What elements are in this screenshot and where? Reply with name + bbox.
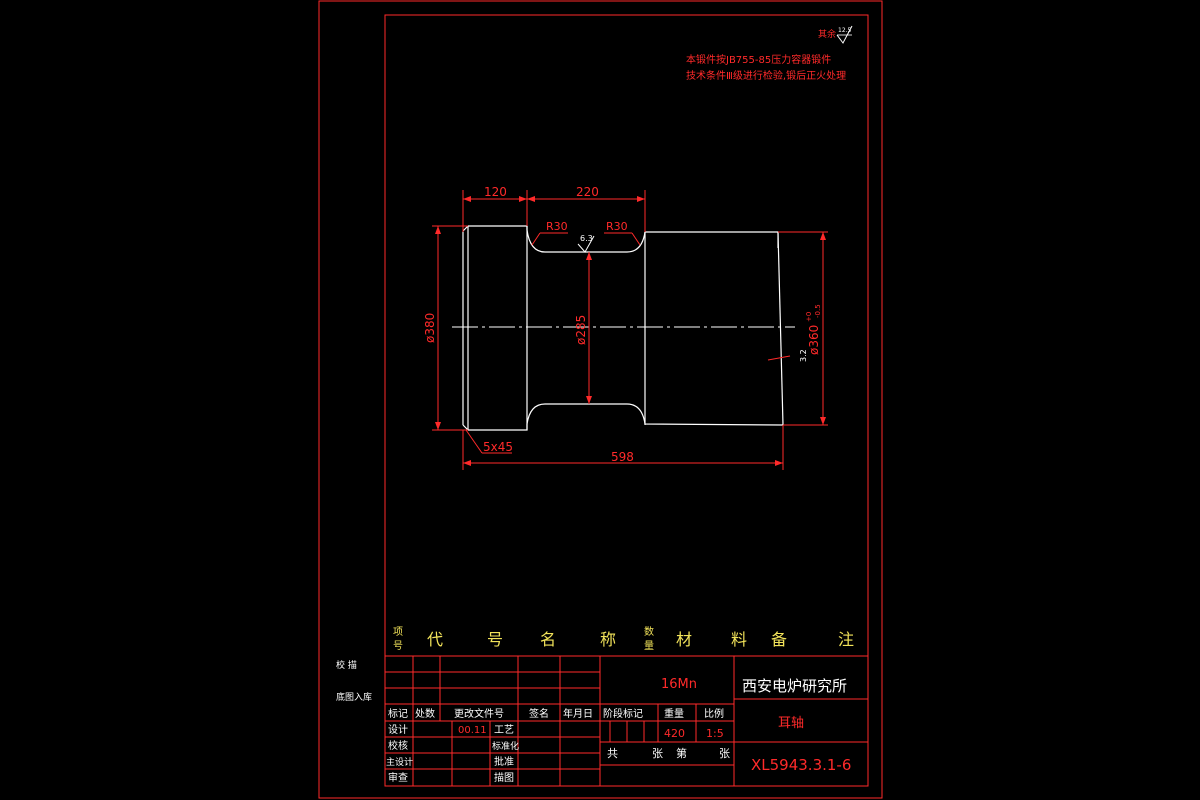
- title-block-grid: [385, 656, 868, 786]
- svg-text:号: 号: [487, 630, 503, 649]
- check-trace-label: 校 描: [336, 659, 357, 671]
- svg-text:名: 名: [540, 630, 556, 649]
- company-name: 西安电炉研究所: [742, 677, 847, 695]
- svg-text:注: 注: [838, 630, 854, 649]
- dim-phi285: ø285: [574, 315, 588, 345]
- dim-chamfer: 5x45: [483, 440, 513, 454]
- dim-r30-right: R30: [606, 220, 628, 233]
- svg-text:比例: 比例: [704, 707, 724, 720]
- svg-text:号: 号: [393, 640, 403, 652]
- svg-text:处数: 处数: [415, 707, 435, 720]
- general-roughness-value: 12.5: [838, 27, 852, 34]
- svg-text:代: 代: [427, 630, 443, 649]
- svg-text:项: 项: [393, 626, 403, 638]
- material-value: 16Mn: [661, 677, 697, 692]
- design-date: 00.11: [458, 725, 487, 736]
- svg-text:备: 备: [771, 630, 787, 649]
- svg-text:批准: 批准: [494, 755, 514, 768]
- general-notes: 其余 12.5 本锻件按JB755-85压力容器锻件 技术条件Ⅲ级进行检验,锻后…: [686, 25, 853, 82]
- dim-598: 598: [611, 450, 634, 464]
- roughness-symbol-icon: [836, 25, 853, 44]
- svg-text:重量: 重量: [664, 707, 684, 720]
- svg-text:量: 量: [644, 640, 654, 652]
- roughness-symbol-icon: [577, 235, 595, 253]
- drawing-number: XL5943.3.1-6: [751, 756, 851, 774]
- svg-text:张: 张: [719, 747, 730, 760]
- title-block-text: 16Mn 西安电炉研究所 耳轴 XL5943.3.1-6 标记 处数 更改文件号…: [386, 677, 851, 784]
- part-name: 耳轴: [778, 716, 804, 731]
- svg-text:更改文件号: 更改文件号: [454, 707, 504, 720]
- arrowheads: [435, 196, 826, 466]
- svg-text:描图: 描图: [494, 771, 514, 784]
- dimension-labels: 120 220 R30 R30 6.3 ø380 ø285 ø360 +0 -0…: [423, 185, 822, 464]
- svg-text:共: 共: [607, 747, 618, 760]
- dim-220: 220: [576, 185, 599, 199]
- svg-text:签名: 签名: [529, 707, 549, 720]
- svg-text:称: 称: [600, 630, 616, 649]
- scale-value: 1:5: [706, 727, 724, 740]
- svg-text:工艺: 工艺: [494, 724, 514, 736]
- dim-phi360: ø360: [807, 325, 821, 355]
- archive-label: 底图入库: [336, 691, 372, 703]
- svg-text:年月日: 年月日: [563, 707, 593, 720]
- ra-6-3: 6.3: [580, 234, 593, 243]
- parts-list-header: 项 号 代 号 名 称 数 量 材 料 备 注: [385, 625, 868, 657]
- dim-phi360-tol-upper: +0: [805, 312, 813, 322]
- svg-text:材: 材: [676, 630, 692, 649]
- svg-text:校核: 校核: [388, 739, 408, 752]
- svg-text:设计: 设计: [388, 723, 408, 736]
- svg-text:数: 数: [644, 625, 654, 638]
- side-labels: 校 描 底图入库: [336, 656, 386, 786]
- svg-text:审查: 审查: [388, 771, 408, 784]
- dimensions: [432, 190, 828, 470]
- general-roughness-prefix: 其余: [818, 28, 836, 40]
- tech-note-line-1: 本锻件按JB755-85压力容器锻件: [686, 53, 831, 66]
- tech-note-line-2: 技术条件Ⅲ级进行检验,锻后正火处理: [686, 69, 846, 82]
- dim-phi360-tol-lower: -0.5: [814, 304, 822, 318]
- svg-text:阶段标记: 阶段标记: [603, 707, 643, 720]
- shaft-outline: [462, 225, 784, 431]
- svg-text:标准化: 标准化: [492, 740, 519, 752]
- dim-phi380: ø380: [423, 313, 437, 343]
- outer-border: [318, 0, 883, 799]
- svg-text:第: 第: [676, 746, 687, 760]
- svg-text:张: 张: [652, 747, 663, 760]
- dim-r30-left: R30: [546, 220, 568, 233]
- ra-3-2: 3.2: [799, 349, 808, 362]
- dim-120: 120: [484, 185, 507, 199]
- inner-border: [384, 14, 869, 787]
- svg-text:主设计: 主设计: [386, 756, 413, 768]
- weight-value: 420: [664, 727, 685, 740]
- svg-text:料: 料: [731, 630, 747, 649]
- svg-text:标记: 标记: [388, 708, 408, 720]
